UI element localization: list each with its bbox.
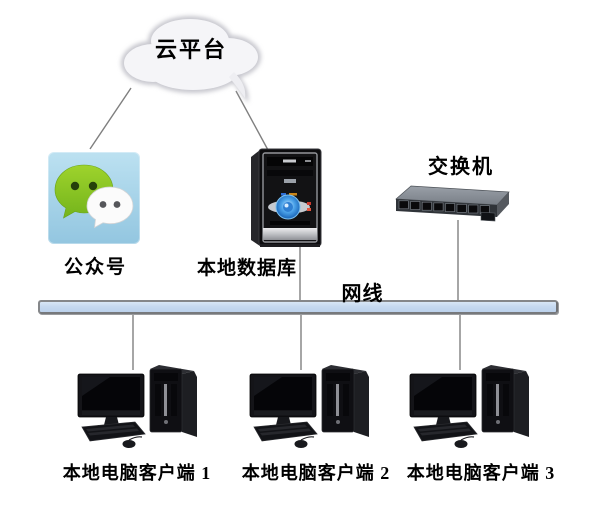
edge-cloud-database: [235, 90, 269, 151]
cloud-node: [108, 5, 273, 107]
database-node: [243, 145, 333, 250]
desktop-computer-icon: [76, 364, 206, 450]
switch-label: 交换机: [428, 156, 494, 178]
desktop-computer-icon: [248, 364, 378, 450]
network-switch-icon: [395, 185, 510, 222]
client-node-2: [248, 364, 378, 450]
client-label-3: 本地电脑客户端 3: [406, 463, 556, 483]
network-cable-bar: [38, 300, 558, 314]
database-label: 本地数据库: [196, 258, 297, 279]
cable-label: 网线: [341, 283, 384, 305]
wechat-label: 公众号: [63, 257, 127, 278]
desktop-computer-icon: [408, 364, 538, 450]
edge-cloud-wechat: [89, 87, 132, 150]
client-label-1: 本地电脑客户端 1: [62, 463, 212, 483]
cloud-icon: [121, 16, 261, 103]
switch-node: [393, 180, 515, 222]
client-node-1: [76, 364, 206, 450]
cloud-label: 云平台: [154, 37, 227, 62]
wechat-node: [48, 152, 140, 244]
pc-tower-icon: [251, 148, 322, 247]
wechat-icon: [54, 164, 134, 229]
client-label-2: 本地电脑客户端 2: [241, 463, 391, 483]
client-node-3: [408, 364, 538, 450]
